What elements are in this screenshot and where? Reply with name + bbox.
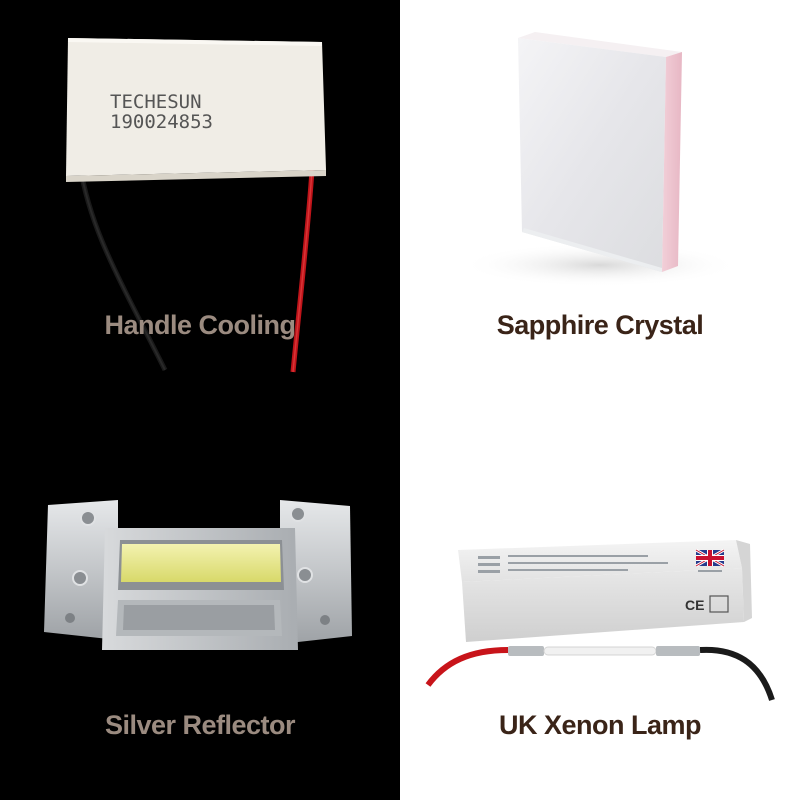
thermoelectric-cooler-image: TECHESUN 190024853 xyxy=(66,38,326,373)
product-tile-uk-xenon-lamp: CE UK Xenon Lamp xyxy=(400,400,800,800)
caption-silver-reflector: Silver Reflector xyxy=(104,710,296,740)
compliance-icon xyxy=(709,595,729,613)
xenon-lamp-image: CE xyxy=(425,540,775,701)
sapphire-block-image xyxy=(460,32,740,287)
caption-handle-cooling: Handle Cooling xyxy=(104,310,297,340)
chip-label-line-2: 190024853 xyxy=(110,111,213,133)
chip-label-line-1: TECHESUN xyxy=(110,91,202,113)
product-tile-sapphire-crystal: Sapphire Crystal xyxy=(400,0,800,400)
product-tile-silver-reflector: Silver Reflector xyxy=(0,400,400,800)
caption-uk-xenon-lamp: UK Xenon Lamp xyxy=(498,710,702,740)
uk-flag-icon xyxy=(695,548,725,568)
ce-mark: CE xyxy=(685,597,704,613)
reflector-cavity-image xyxy=(44,500,352,650)
caption-sapphire-crystal: Sapphire Crystal xyxy=(496,310,704,340)
product-tile-handle-cooling: TECHESUN 190024853 Handle Cooling xyxy=(0,0,400,400)
